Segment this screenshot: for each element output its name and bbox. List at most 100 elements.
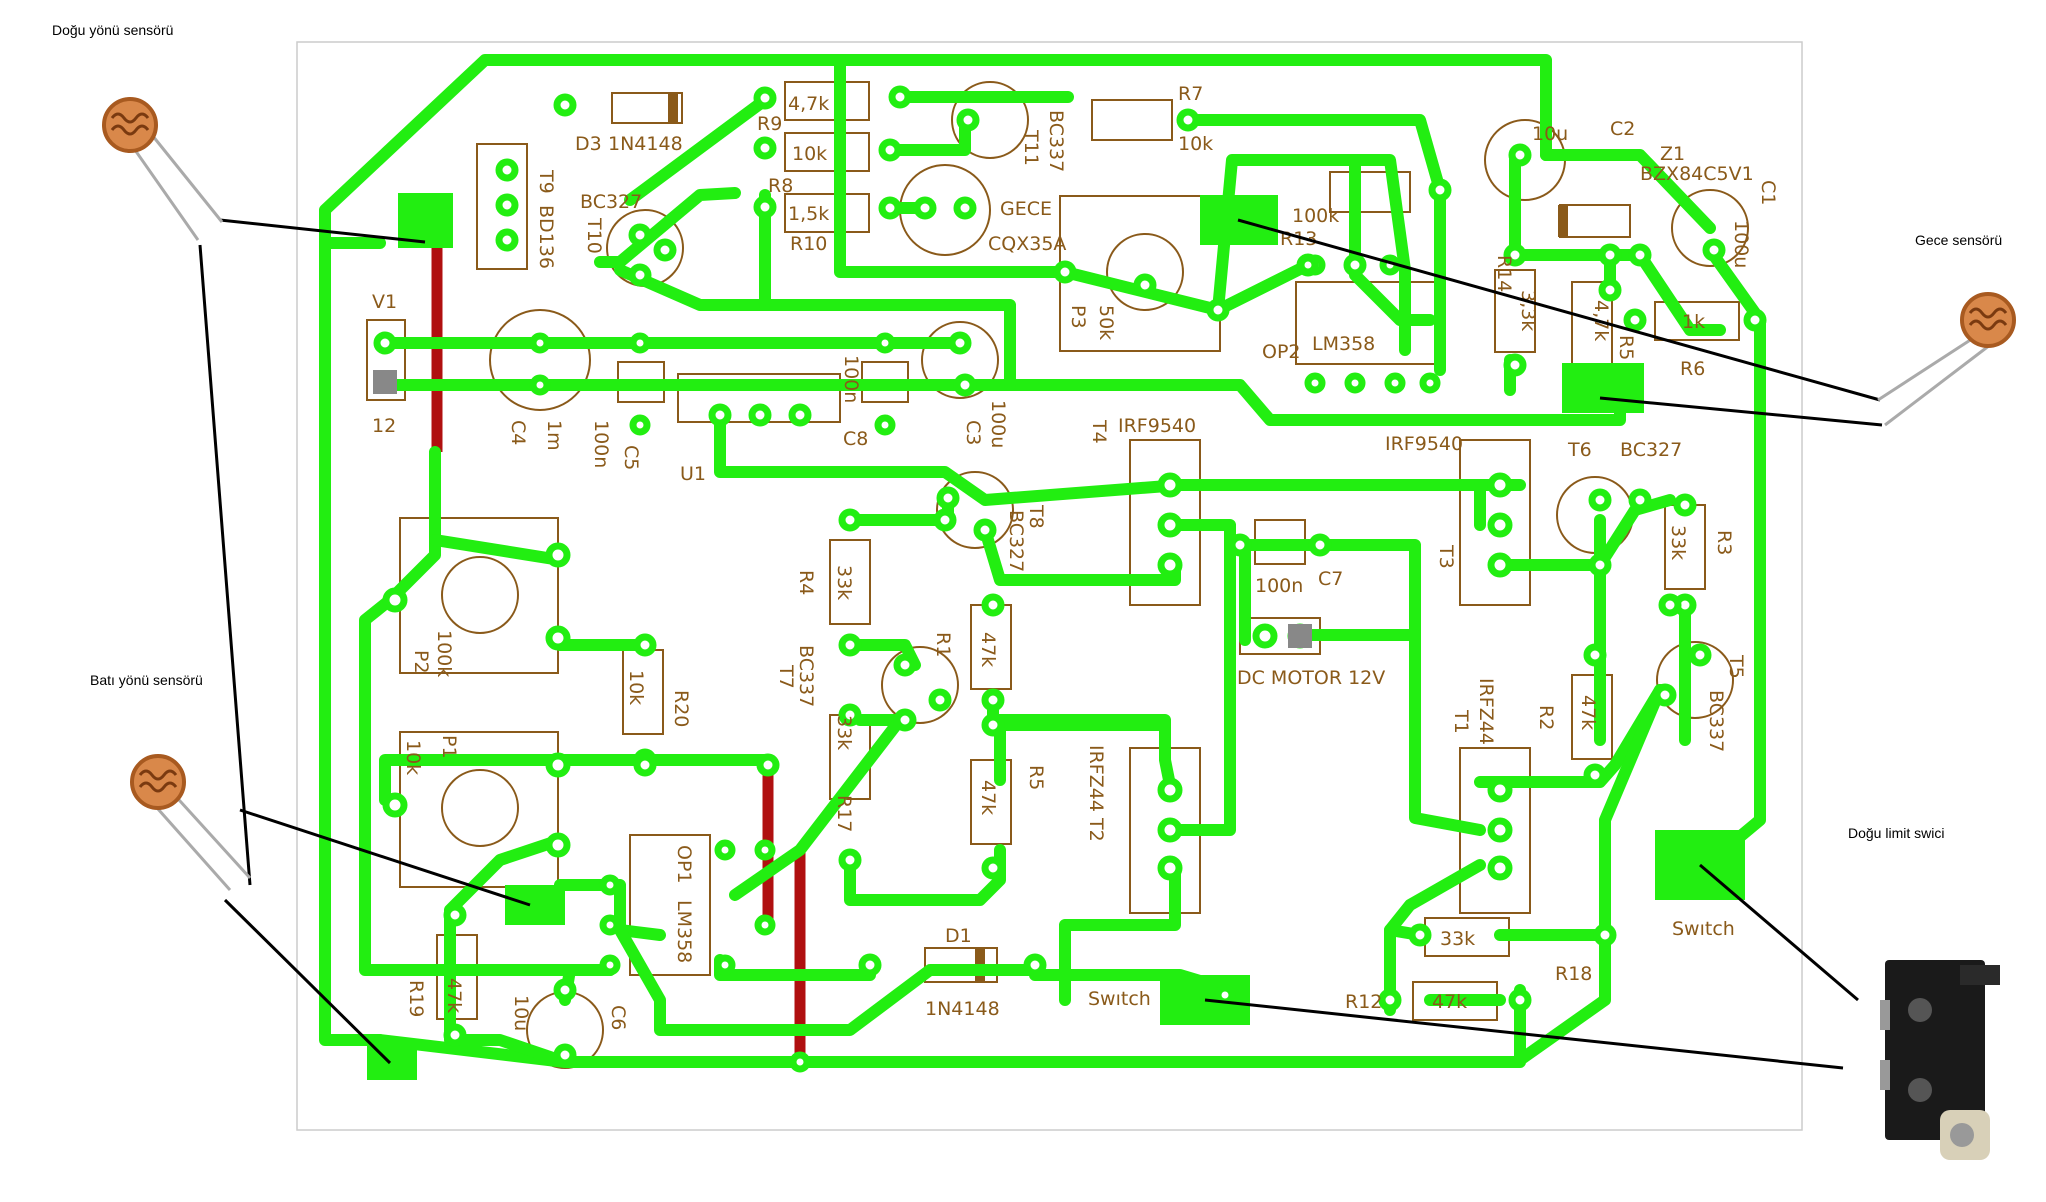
c7-ref: C7	[1318, 568, 1343, 590]
p1-ref: P1	[438, 735, 460, 759]
cqx-type: CQX35A	[988, 233, 1066, 255]
d1-type: 1N4148	[925, 998, 1000, 1020]
t4-type: IRF9540	[1118, 415, 1196, 437]
t3-type: IRF9540	[1385, 433, 1463, 455]
r19-ref: R19	[405, 980, 427, 1017]
r7-ref: R7	[1178, 83, 1203, 105]
c3-ref: C3	[962, 420, 984, 445]
op1-type: LM358	[673, 900, 695, 963]
t3-ref: T3	[1435, 544, 1457, 569]
t6-ref: T6	[1567, 439, 1592, 461]
t7-ref: T7	[775, 664, 797, 689]
c5-val: 100n	[590, 420, 612, 468]
r2-ref: R2	[1535, 705, 1557, 730]
dogu-sensor-label: Doğu yönü sensörü	[52, 22, 174, 38]
ldr-sensor-gece	[1877, 292, 2016, 427]
r6-ref: R6	[1680, 358, 1705, 380]
t5-type: BC337	[1705, 690, 1727, 752]
p3-val: 50k	[1095, 305, 1117, 340]
op2-ref: OP2	[1262, 341, 1301, 363]
t2-ref: T2	[1085, 817, 1107, 842]
r8-ref: R8	[768, 175, 793, 197]
t11-type: BC337	[1045, 110, 1067, 172]
r20-val: 10k	[625, 670, 647, 705]
r8-val: 1,5k	[788, 203, 829, 225]
t11-ref: T11	[1020, 129, 1042, 166]
r9-val: 10k	[792, 143, 827, 165]
gece-sensor-label: Gece sensörü	[1915, 232, 2003, 248]
switch-label-2: Swıtch	[1672, 918, 1735, 940]
c3-val: 100u	[987, 400, 1009, 448]
t1-ref: T1	[1450, 709, 1472, 734]
d1-ref: D1	[945, 925, 972, 947]
copper-traces	[319, 54, 1766, 1068]
r4-ref: R4	[795, 570, 817, 595]
r12-val: 47k	[1432, 991, 1467, 1013]
r19-val: 47k	[443, 978, 465, 1013]
d3-ref: D3	[575, 133, 602, 155]
silk-labels: D3 1N4148 T9 BD136 BC327 T10 R9 4,7k 10k…	[372, 83, 1779, 1031]
p3-ref: P3	[1067, 305, 1089, 329]
t4-ref: T4	[1088, 419, 1110, 444]
c8-val: 100n	[840, 355, 862, 403]
t9-type: BD136	[535, 205, 557, 269]
p2-ref: P2	[410, 650, 432, 674]
t5-ref: T5	[1725, 654, 1747, 679]
t8-type: BC327	[1005, 510, 1027, 572]
t6-type: BC327	[1620, 439, 1682, 461]
c8-ref: C8	[843, 428, 868, 450]
c7-val: 100n	[1255, 575, 1303, 597]
v1-terminal	[373, 370, 397, 394]
r9-ref: R9	[757, 113, 782, 135]
component-outlines	[366, 81, 1749, 1069]
r13-val: 100k	[1292, 205, 1339, 227]
p1-val: 10k	[402, 740, 424, 775]
bati-sensor-label: Batı yönü sensörü	[90, 672, 203, 688]
t10-ref: T10	[583, 217, 605, 254]
ldr-sensor-dogu	[102, 97, 224, 241]
r1-val: 47k	[977, 632, 999, 667]
c2-val: 10u	[1532, 123, 1568, 145]
u1-ref: U1	[680, 463, 706, 485]
r18-val: 33k	[1440, 928, 1475, 950]
dogu-limit-label: Doğu limit swici	[1848, 825, 1945, 841]
t10-type: BC327	[580, 191, 642, 213]
p2-val: 100k	[433, 630, 455, 677]
c5-ref: C5	[620, 445, 642, 470]
t1-type: IRFZ44	[1475, 678, 1497, 745]
r18-ref: R18	[1555, 963, 1592, 985]
r5-val: 47k	[977, 780, 999, 815]
r17-val: 33k	[833, 715, 855, 750]
r6-val: 1k	[1682, 311, 1705, 333]
c6-ref: C6	[607, 1005, 629, 1030]
c2-ref: C2	[1610, 118, 1635, 140]
t8-ref: T8	[1025, 504, 1047, 529]
t2-type: IRFZ44	[1085, 745, 1107, 812]
r17-ref: R17	[833, 795, 855, 832]
r14-ref: R14	[1493, 255, 1515, 292]
switch-label-1: Swıtch	[1088, 988, 1151, 1010]
r5-ref: R5	[1025, 765, 1047, 790]
t7-type: BC337	[795, 645, 817, 707]
r12-ref: R12	[1345, 991, 1382, 1013]
round-pads	[373, 85, 1767, 1073]
v1-val: 12	[372, 415, 396, 437]
c4-ref: C4	[507, 420, 529, 445]
r2-val: 47k	[1577, 695, 1599, 730]
r1-ref: R1	[932, 632, 954, 657]
v1-ref: V1	[372, 291, 397, 313]
r3-ref: R3	[1713, 530, 1735, 555]
c6-val: 10u	[510, 995, 532, 1031]
z1-ref: Z1	[1660, 143, 1685, 165]
gece-ref: GECE	[1000, 198, 1052, 220]
z1-type: BZX84C5V1	[1640, 163, 1754, 185]
limit-switch	[1880, 960, 2000, 1160]
r10-ref: R10	[790, 233, 827, 255]
c4-val: 1m	[543, 420, 565, 451]
op1-ref: OP1	[673, 845, 695, 884]
motor-terminal	[1288, 624, 1312, 648]
c1-ref: C1	[1757, 180, 1779, 205]
motor-label: DC MOTOR 12V	[1237, 667, 1385, 689]
sensor-wires	[198, 218, 1883, 1070]
